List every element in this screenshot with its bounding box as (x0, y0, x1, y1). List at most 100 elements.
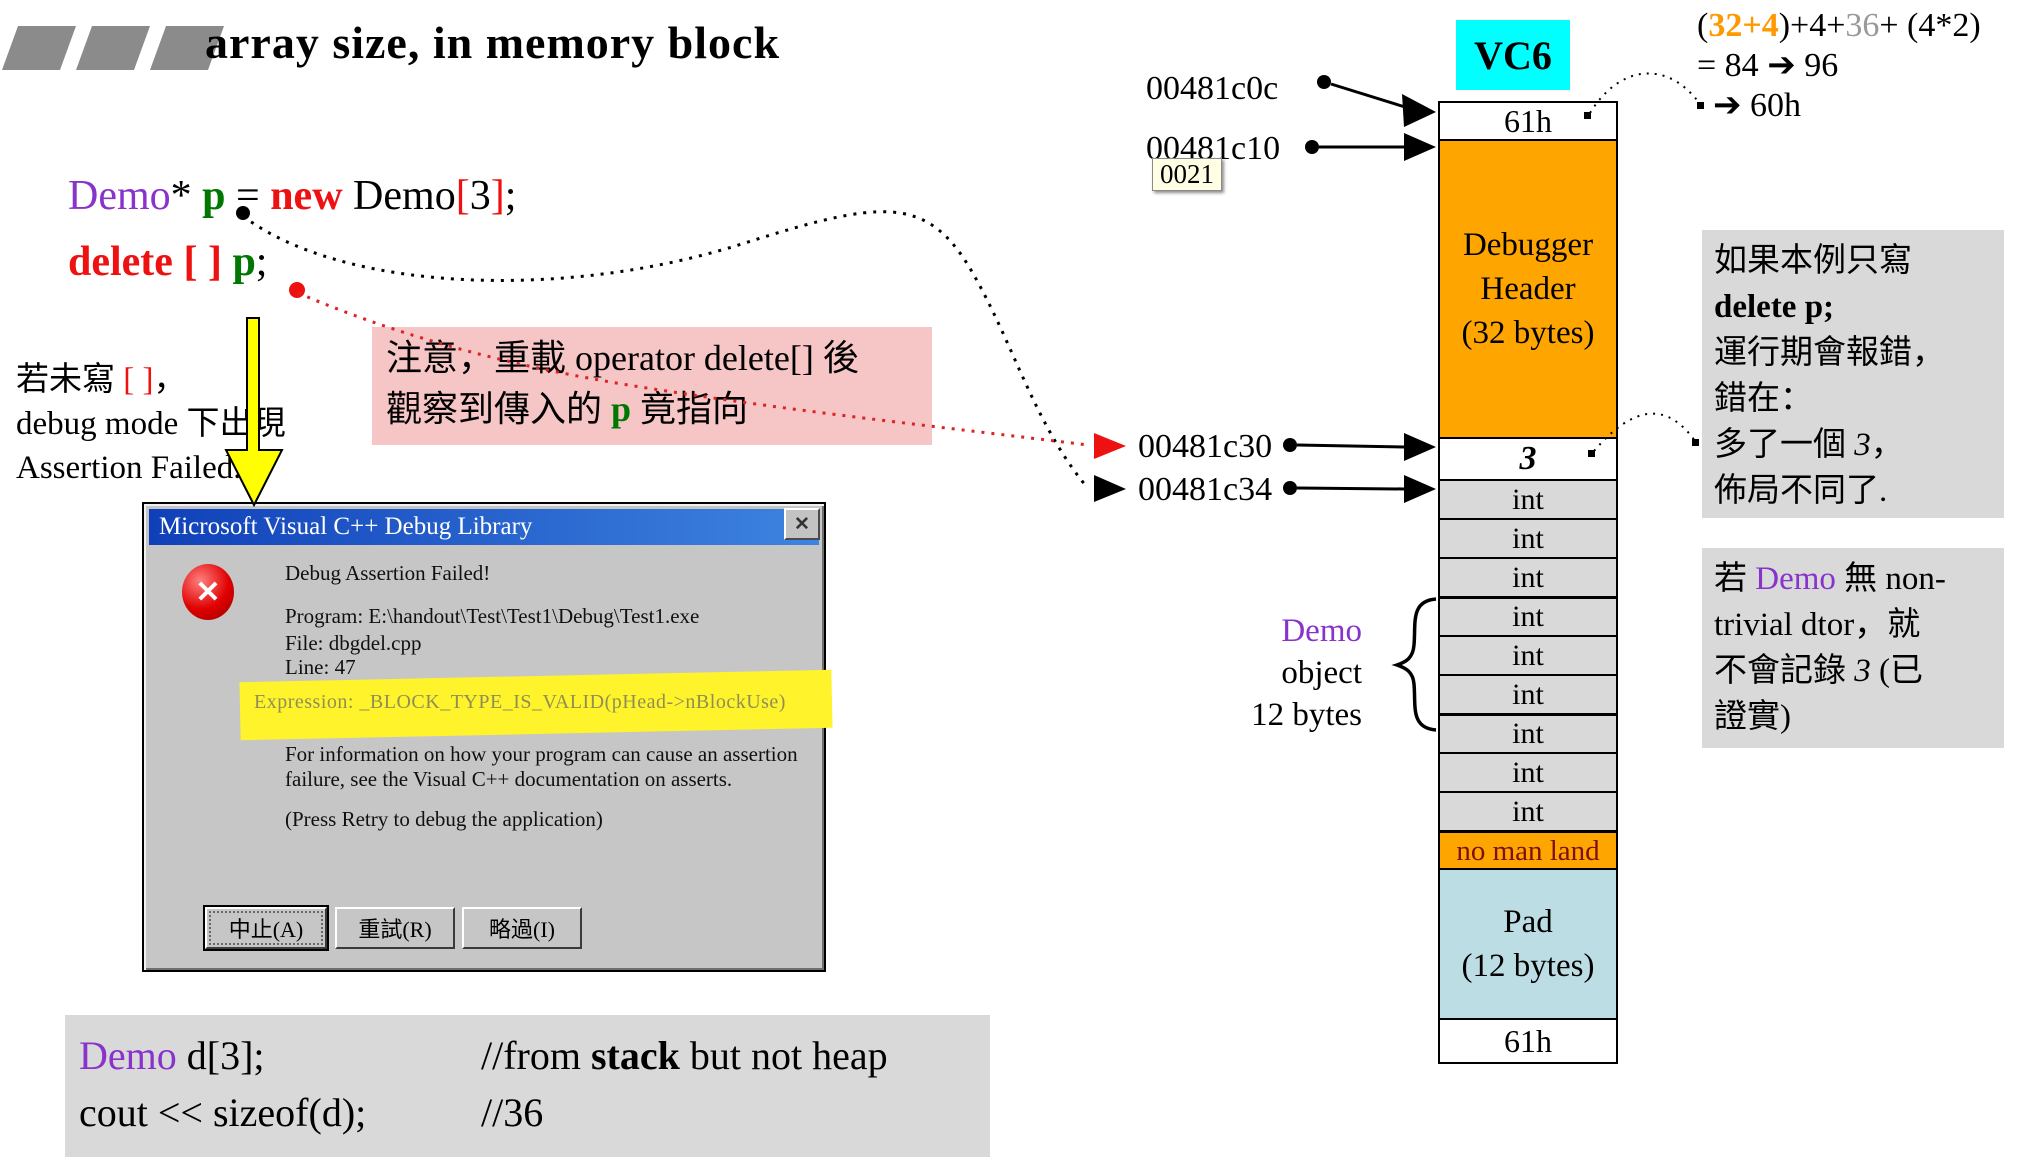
decoration-parallelogram (75, 26, 151, 70)
box1-line3: 運行期會報錯， (1714, 335, 1945, 371)
code-semicolon: ; (504, 173, 517, 219)
formula-p3: )+4+ (1778, 7, 1846, 44)
code-line-delete: delete [ ] p; (68, 238, 267, 286)
address-bullet (1305, 140, 1319, 154)
size-formula: (32+4)+4+36+ (4*2) = 84 ➔ 96 ➔ 60h (1697, 6, 1981, 126)
pink-note-p: p (611, 389, 632, 429)
box1-line4: 錯在： (1714, 381, 1813, 417)
left-note-line1: 若未寫 [ ]， (16, 358, 285, 402)
box2-l1c: 無 non- (1835, 561, 1946, 597)
memory-cell-no-man-land: no man land (1438, 830, 1618, 870)
code-demo-type: Demo (68, 173, 171, 219)
box2-line2: trivial dtor，就 (1714, 607, 1921, 643)
left-note-line3: Assertion Failed. (16, 450, 242, 486)
address-arrow-line (1330, 82, 1406, 109)
dialog-heading: Debug Assertion Failed! (285, 561, 491, 585)
pad-l1: Pad (1503, 904, 1553, 940)
box2-line3: 不會記錄 3 (已 (1714, 648, 2004, 694)
box2-l3c: (已 (1870, 653, 1923, 689)
memory-cell-count3: 3 (1438, 437, 1618, 481)
memory-cell-int: int (1438, 791, 1618, 832)
address-arrow-line (1296, 486, 1405, 491)
memory-cell-int: int (1438, 713, 1618, 754)
box1-line6: 佈局不同了. (1714, 473, 1888, 509)
ignore-button[interactable]: 略過(I) (462, 907, 582, 949)
box2-line1: 若 Demo 無 non- (1714, 556, 2004, 602)
left-note-l1c: ， (153, 362, 187, 398)
box2-italic-3: 3 (1854, 653, 1871, 689)
memory-cell-int: int (1438, 518, 1618, 559)
dialog-line: Line: 47 (285, 655, 356, 679)
dialog-press-retry: (Press Retry to debug the application) (285, 807, 603, 831)
demo-object-label: Demo object 12 bytes (1232, 610, 1362, 736)
address-arrowhead (1402, 94, 1436, 127)
dialog-titlebar[interactable]: Microsoft Visual C++ Debug Library (149, 509, 819, 545)
arrow-right-icon: ➔ (1767, 47, 1796, 84)
formula-96: 96 (1795, 47, 1839, 84)
page-title: array size, in memory block (205, 17, 781, 68)
value-tooltip: 0021 (1152, 158, 1222, 191)
bottom-comment-36: //36 (481, 1090, 544, 1135)
dialog-info2: failure, see the Visual C++ documentatio… (285, 767, 733, 791)
address-00481c34: 00481c34 (1138, 471, 1273, 508)
address-arrowhead (1404, 133, 1436, 161)
left-note-l1a: 若未寫 (16, 362, 124, 398)
bottom-code-stmt2: cout << sizeof(d); (79, 1090, 367, 1135)
abort-button[interactable]: 中止(A) (205, 907, 327, 949)
demo-object-l3: 12 bytes (1251, 697, 1362, 733)
left-note-line2: debug mode 下出現 (16, 406, 286, 442)
memory-cell-int: int (1438, 635, 1618, 676)
address-bullet (1283, 481, 1297, 495)
bottom-code-line2: cout << sizeof(d); //36 (79, 1084, 990, 1141)
code-bracket-left: [ (455, 173, 470, 219)
address-00481c30: 00481c30 (1138, 428, 1273, 465)
dialog-file: File: dbgdel.cpp (285, 631, 422, 655)
dialog-title: Microsoft Visual C++ Debug Library (159, 513, 533, 540)
bottom-code-box: Demo d[3];//from stack but not heap cout… (65, 1015, 990, 1157)
formula-p1: ( (1697, 7, 1709, 44)
code-pointer-p: p (202, 173, 226, 219)
address-bullet (1317, 75, 1331, 89)
address-00481c0c: 00481c0c (1146, 70, 1279, 107)
connector-square (1692, 439, 1699, 446)
box1-line5: 多了一個 3， (1714, 422, 2004, 468)
arrowhead-black (1094, 475, 1126, 502)
box2-l3a: 不會記錄 (1714, 653, 1855, 689)
memory-cell-61h-top: 61h (1438, 101, 1618, 141)
box1-line1: 如果本例只寫 (1714, 243, 1912, 279)
address-arrowhead (1404, 475, 1436, 503)
memory-cell-int: int (1438, 479, 1618, 520)
bottom-comment1a: //from (481, 1033, 591, 1078)
code-array-count: 3 (469, 173, 491, 219)
formula-line2: = 84 ➔ 96 (1697, 46, 1981, 86)
debugger-header-l3: (32 bytes) (1461, 315, 1595, 351)
debug-dialog: Microsoft Visual C++ Debug Library ✕ ✕ D… (142, 502, 833, 972)
close-icon[interactable]: ✕ (784, 508, 820, 540)
box2-line4: 證實) (1714, 699, 1791, 735)
formula-gray-36: 36 (1845, 7, 1880, 44)
bottom-code-decl: d[3]; (176, 1033, 265, 1078)
code-delete-keyword: delete (68, 239, 173, 285)
address-arrow-line (1296, 443, 1405, 449)
error-icon: ✕ (182, 564, 234, 620)
title-decoration (1, 26, 225, 70)
retry-button[interactable]: 重試(R) (335, 907, 455, 949)
memory-cell-int: int (1438, 596, 1618, 637)
demo-object-l2: object (1281, 655, 1362, 691)
box1-l5a: 多了一個 (1714, 427, 1855, 463)
demo-object-brace (1391, 597, 1437, 732)
code-equals: = (225, 173, 271, 219)
box1-l5c: ， (1870, 427, 1904, 463)
right-note-box2: 若 Demo 無 non- trivial dtor，就 不會記錄 3 (已 證… (1702, 548, 2004, 748)
code-line-new: Demo* p = new Demo[3]; (68, 172, 516, 220)
pink-note-l2a: 觀察到傳入的 (386, 389, 612, 429)
formula-line3: ➔ 60h (1697, 86, 1981, 126)
formula-orange-part: 32+4 (1708, 7, 1779, 44)
right-note-box1: 如果本例只寫 delete p; 運行期會報錯， 錯在： 多了一個 3， 佈局不… (1702, 230, 2004, 518)
address-arrowhead (1404, 433, 1436, 461)
bottom-comment1c: but not heap (679, 1033, 888, 1078)
dialog-expression: Expression: _BLOCK_TYPE_IS_VALID(pHead->… (254, 691, 786, 713)
memory-block-column: 61h Debugger Header (32 bytes) 3 int int… (1438, 101, 1618, 1064)
bottom-code-stmt1: Demo d[3]; (79, 1027, 481, 1084)
box2-l1a: 若 (1714, 561, 1756, 597)
